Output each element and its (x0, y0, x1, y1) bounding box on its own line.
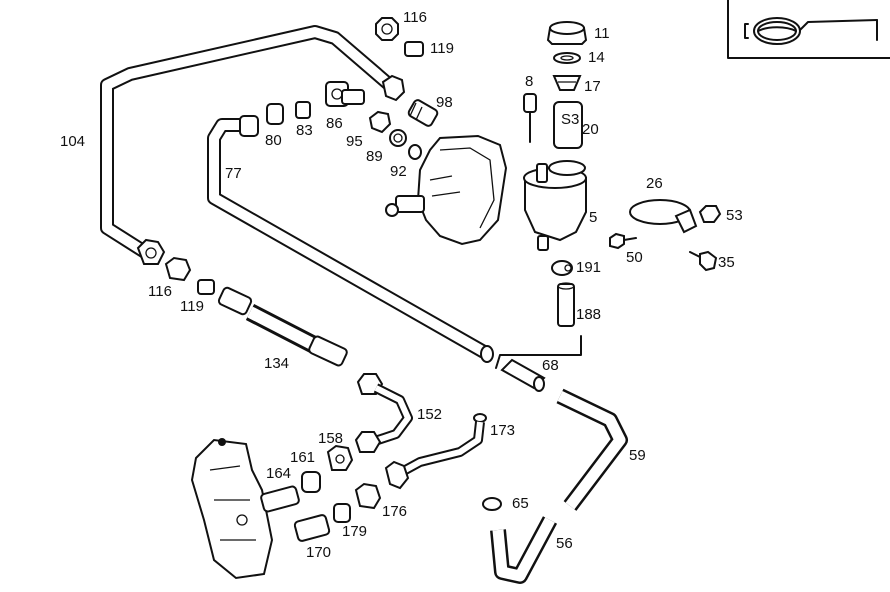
hose-77 (207, 118, 494, 363)
svg-text:S3: S3 (561, 111, 579, 128)
fitting-170 (293, 514, 331, 542)
washers-80-83 (239, 101, 311, 137)
label-77: 77 (225, 165, 242, 182)
label-119-top: 119 (430, 40, 454, 57)
fitting-119-left (197, 279, 215, 295)
label-26: 26 (646, 175, 663, 192)
clip-65 (482, 497, 502, 511)
washer-161 (301, 471, 321, 493)
label-95: 95 (346, 133, 363, 150)
label-50: 50 (626, 249, 643, 266)
label-20: 20 (582, 121, 599, 138)
line-152 (354, 373, 413, 453)
banjo-86 (325, 81, 365, 107)
label-17: 17 (584, 78, 601, 95)
fitting-158 (326, 444, 354, 471)
label-176: 176 (382, 503, 407, 520)
hose-68 (500, 358, 546, 392)
fitting-176 (354, 482, 382, 510)
screw-50 (609, 232, 637, 250)
label-11: 11 (594, 25, 610, 42)
power-steering-pump (385, 134, 508, 246)
filter-20: S3 (553, 101, 583, 149)
label-8: 8 (525, 73, 533, 90)
clip-191 (551, 260, 573, 276)
tube-188 (557, 282, 575, 327)
label-152: 152 (417, 406, 442, 423)
label-89: 89 (366, 148, 383, 165)
fitting-116-left (136, 238, 166, 265)
label-80: 80 (265, 132, 282, 149)
fitting-164 (260, 485, 300, 513)
label-119-left: 119 (180, 298, 204, 315)
label-188: 188 (576, 306, 601, 323)
steering-wheel-inset (727, 0, 890, 59)
fitting-116-top (375, 17, 399, 41)
cap-11 (546, 21, 588, 45)
washer-179 (333, 503, 351, 523)
label-116-top: 116 (403, 9, 427, 26)
hose-56 (490, 516, 558, 584)
reservoir-5 (523, 160, 587, 251)
label-53: 53 (726, 207, 743, 224)
hose-134 (217, 286, 348, 367)
label-191: 191 (576, 259, 601, 276)
label-5: 5 (589, 209, 597, 226)
label-170: 170 (306, 544, 331, 561)
label-116-left: 116 (148, 283, 172, 300)
label-104: 104 (60, 133, 85, 150)
fitting-98 (381, 74, 439, 127)
label-86: 86 (326, 115, 343, 132)
label-83: 83 (296, 122, 313, 139)
label-173: 173 (490, 422, 515, 439)
hose-59 (556, 388, 628, 511)
fittings-95-89-92 (368, 110, 422, 160)
label-134: 134 (264, 355, 289, 372)
label-56: 56 (556, 535, 573, 552)
leader-68 (495, 335, 582, 369)
fitting-116-mid (164, 256, 192, 282)
label-98: 98 (436, 94, 453, 111)
clamp-26 (629, 199, 698, 234)
label-68: 68 (542, 357, 559, 374)
fitting-119-top (404, 41, 424, 57)
label-59: 59 (629, 447, 646, 464)
label-164: 164 (266, 465, 291, 482)
seal-14 (553, 52, 581, 64)
label-65: 65 (512, 495, 529, 512)
label-158: 158 (318, 430, 343, 447)
hose-104 (100, 25, 397, 260)
line-173 (384, 413, 487, 490)
steering-gear (190, 438, 274, 580)
label-92: 92 (390, 163, 407, 180)
label-179: 179 (342, 523, 367, 540)
part-labels: 11 14 17 8 20 5 26 53 50 35 191 188 68 1… (60, 9, 743, 561)
label-161: 161 (290, 449, 315, 466)
bolt-8 (523, 93, 537, 143)
nut-53 (698, 205, 722, 223)
steering-wheel-icon (744, 17, 878, 45)
label-35: 35 (718, 254, 735, 271)
label-14: 14 (588, 49, 605, 66)
spring-17 (552, 75, 582, 91)
screw-35 (689, 250, 718, 272)
